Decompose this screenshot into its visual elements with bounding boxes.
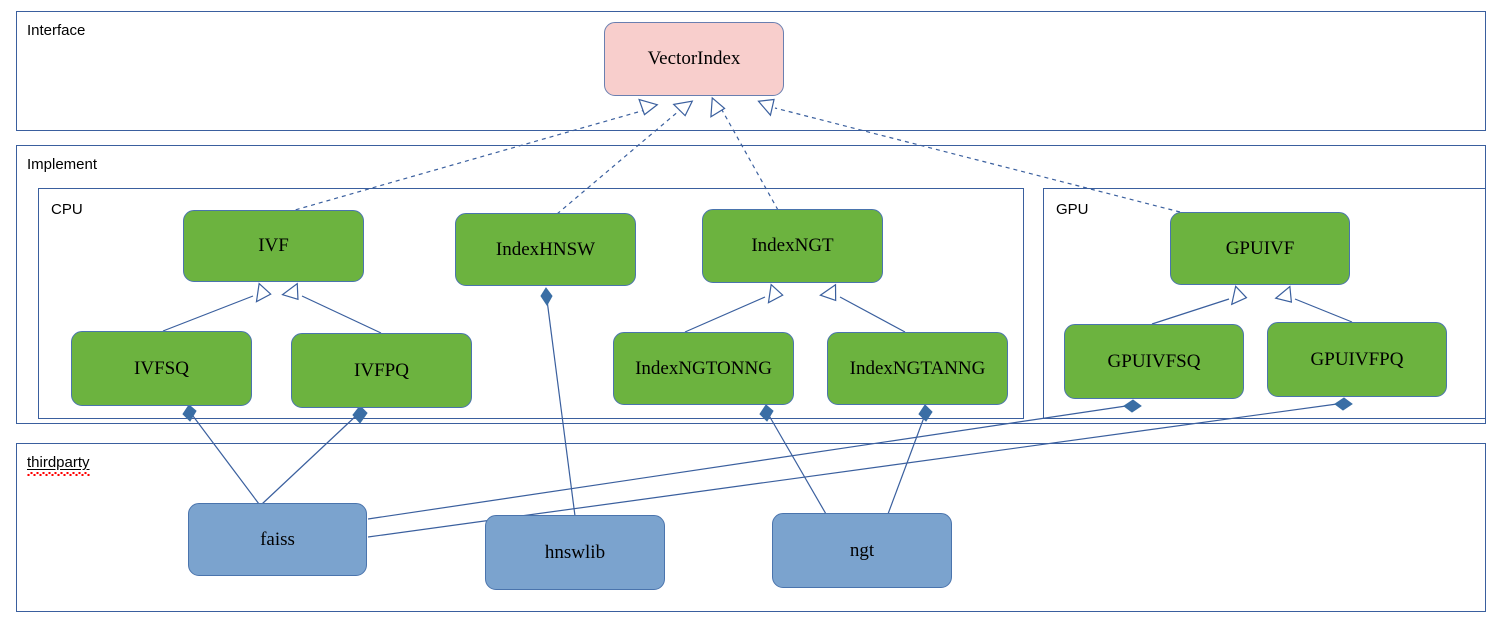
- node-label-hnswlib: hnswlib: [544, 541, 606, 563]
- node-label-faiss: faiss: [260, 528, 295, 550]
- group-gpu: GPU: [1043, 188, 1486, 419]
- edge-gpuivfpq-to-faiss: [367, 397, 1353, 538]
- group-cpu: CPU: [38, 188, 1024, 419]
- edge-ivfsq-to-faiss: [182, 404, 260, 505]
- edge-ivfpq-to-ivf: [281, 282, 382, 334]
- group-interface: Interface: [16, 11, 1486, 131]
- edge-gpuivf-to-vectorindex: [757, 98, 1181, 213]
- node-label-indexngt: IndexNGT: [751, 235, 834, 256]
- spellcheck-squiggle-icon: [27, 472, 90, 476]
- node-gpuivfsq[interactable]: GPUIVFSQ: [1064, 324, 1244, 399]
- node-gpuivfpq[interactable]: GPUIVFPQ: [1267, 322, 1447, 397]
- node-indexngtonng[interactable]: IndexNGTONNG: [613, 332, 794, 405]
- group-label-interface: Interface: [27, 22, 86, 39]
- node-label-indexngtonng: IndexNGTONNG: [635, 357, 772, 379]
- edge-gpuivfsq-to-faiss: [367, 399, 1142, 520]
- group-thirdparty: thirdparty: [16, 443, 1486, 612]
- node-vectorindex[interactable]: VectorIndex: [604, 22, 784, 96]
- node-label-ivfpq: IVFPQ: [354, 359, 409, 381]
- node-indexngt[interactable]: IndexNGT: [702, 209, 883, 283]
- node-label-indexhnsw: IndexHNSW: [495, 238, 596, 260]
- edge-indexngtanng-to-ngt: [887, 404, 933, 515]
- node-ivfpq[interactable]: IVFPQ: [291, 333, 472, 408]
- node-ivf[interactable]: IVF: [183, 210, 364, 282]
- node-label-vectorindex: VectorIndex: [647, 48, 741, 69]
- edge-gpuivfpq-to-gpuivf: [1274, 285, 1353, 323]
- node-hnswlib[interactable]: hnswlib: [485, 515, 665, 590]
- node-label-gpuivfsq: GPUIVFSQ: [1107, 350, 1201, 372]
- node-label-ivf: IVF: [258, 235, 289, 256]
- node-indexngtanng[interactable]: IndexNGTANNG: [827, 332, 1008, 405]
- group-label-thirdparty: thirdparty: [27, 454, 90, 476]
- node-label-indexngtanng: IndexNGTANNG: [849, 357, 986, 379]
- edge-indexngtanng-to-indexngt: [819, 283, 906, 333]
- group-label-cpu: CPU: [51, 201, 83, 218]
- edge-indexhnsw-to-vectorindex: [556, 100, 694, 215]
- edge-indexngt-to-vectorindex: [710, 96, 779, 211]
- group-label-implement: Implement: [27, 156, 98, 173]
- node-label-ngt: ngt: [849, 539, 875, 561]
- edge-ivfsq-to-ivf: [162, 282, 272, 332]
- edge-ivf-to-vectorindex: [287, 98, 659, 213]
- node-label-gpuivfpq: GPUIVFPQ: [1310, 348, 1404, 370]
- node-gpuivf[interactable]: GPUIVF: [1170, 212, 1350, 285]
- node-indexhnsw[interactable]: IndexHNSW: [455, 213, 636, 286]
- edge-ivfpq-to-faiss: [261, 405, 368, 505]
- node-label-gpuivf: GPUIVF: [1225, 237, 1295, 259]
- node-faiss[interactable]: faiss: [188, 503, 367, 576]
- edge-indexngtonng-to-ngt: [759, 404, 827, 515]
- group-label-gpu: GPU: [1056, 201, 1089, 218]
- edge-gpuivfsq-to-gpuivf: [1151, 285, 1248, 325]
- group-label-thirdparty-text: thirdparty: [27, 454, 90, 471]
- node-label-ivfsq: IVFSQ: [134, 357, 189, 379]
- node-ivfsq[interactable]: IVFSQ: [71, 331, 252, 406]
- edge-indexngtonng-to-indexngt: [684, 283, 784, 333]
- node-ngt[interactable]: ngt: [772, 513, 952, 588]
- edge-indexhnsw-to-hnswlib: [540, 287, 576, 517]
